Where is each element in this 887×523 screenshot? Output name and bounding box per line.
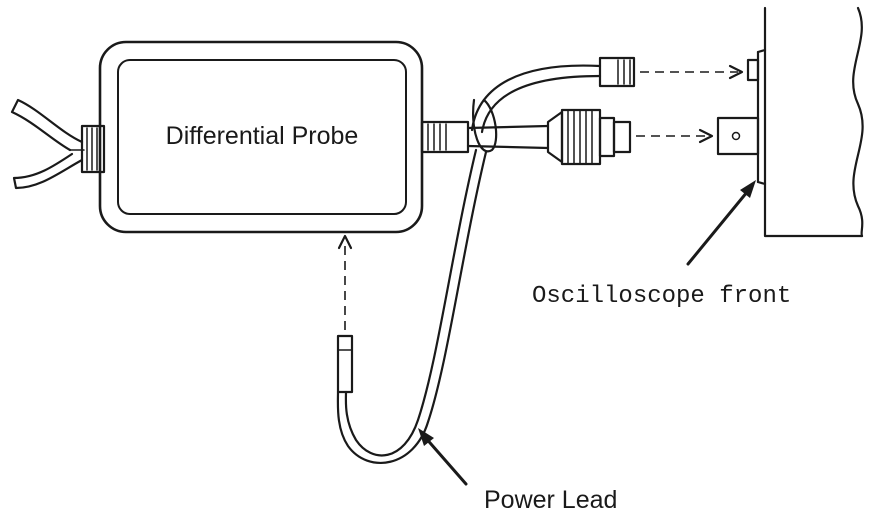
- probe-label: Differential Probe: [166, 122, 359, 150]
- scope-pointer-arrow: [686, 180, 756, 266]
- power-lead: [336, 148, 488, 464]
- oscilloscope-front: [716, 6, 864, 238]
- oscilloscope-label: Oscilloscope front: [532, 283, 791, 310]
- insertion-arrows: [337, 64, 744, 330]
- power-lead-label: Power Lead: [484, 486, 617, 514]
- small-connector-plug: [598, 56, 636, 88]
- auxiliary-cable: [470, 64, 602, 153]
- left-strain-relief: [80, 124, 106, 174]
- probe-body: Differential Probe: [98, 40, 424, 234]
- output-cable: [420, 120, 550, 154]
- bnc-connector: [546, 108, 632, 166]
- power-lead-plug: [336, 334, 354, 394]
- input-leads: [10, 98, 85, 190]
- power-lead-pointer-arrow: [418, 428, 468, 486]
